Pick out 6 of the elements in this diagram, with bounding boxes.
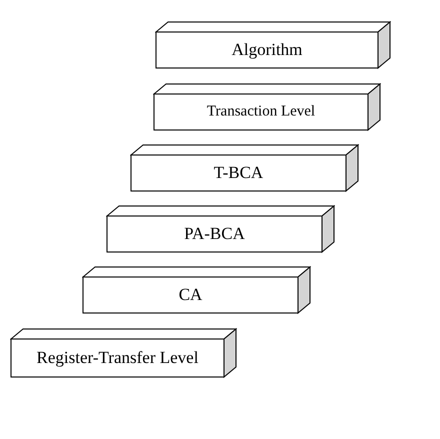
level-label: Algorithm: [232, 40, 302, 60]
level-label: Register-Transfer Level: [36, 348, 198, 368]
level-label: T-BCA: [214, 163, 264, 183]
level-label: CA: [178, 285, 202, 305]
level-label: Transaction Level: [206, 104, 316, 120]
level-label: PA-BCA: [184, 224, 245, 244]
